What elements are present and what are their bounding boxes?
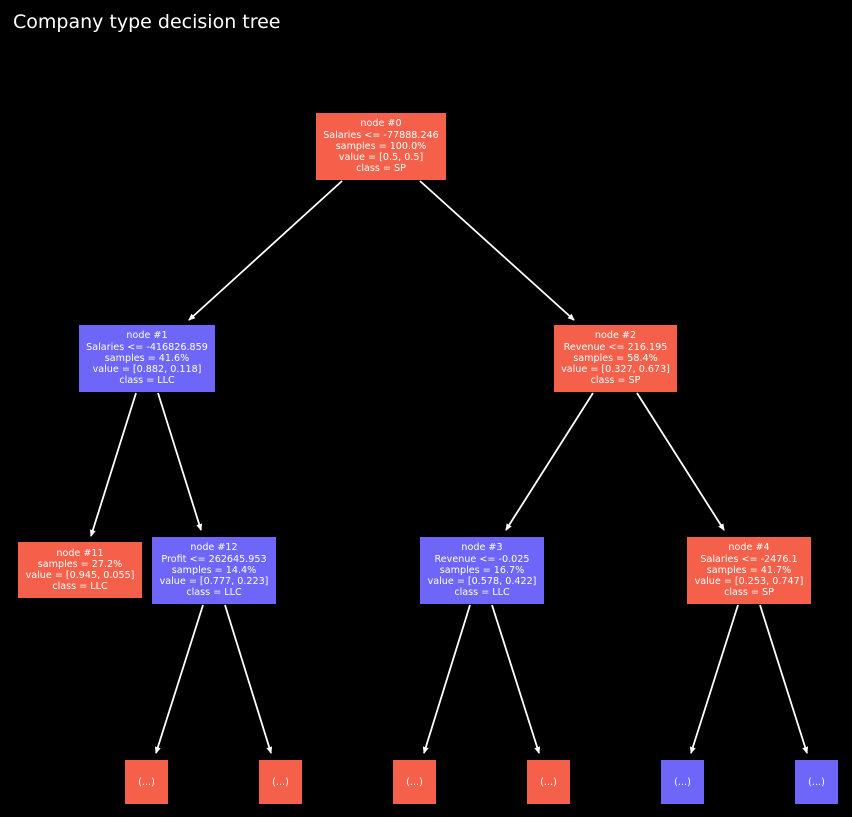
edge-n3-leaf3 [422, 604, 471, 754]
node-class: class = LLC [119, 375, 175, 387]
node-class: class = SP [590, 375, 641, 387]
node-value: value = [0.777, 0.223] [159, 576, 269, 588]
edge-n0-n2 [419, 180, 575, 321]
truncated-leaf-4: (...) [527, 760, 570, 804]
edge-n4-leaf6 [759, 604, 809, 754]
node-split-rule: Revenue <= -0.025 [434, 553, 530, 565]
node-samples: samples = 58.4% [573, 352, 658, 364]
tree-node-0: node #0 Salaries <= -77888.246 samples =… [316, 113, 446, 180]
node-id: node #4 [728, 542, 770, 554]
edge-n4-leaf5 [689, 604, 739, 754]
truncated-leaf-6: (...) [795, 760, 838, 804]
edge-n3-leaf4 [491, 604, 541, 754]
node-split-rule: Profit <= 262645.953 [161, 553, 267, 565]
edge-n12-leaf1 [154, 604, 204, 754]
node-class: class = LLC [52, 581, 108, 593]
diagram-title: Company type decision tree [13, 11, 281, 33]
node-value: value = [0.578, 0.422] [427, 576, 537, 588]
node-id: node #2 [594, 330, 637, 342]
node-value: value = [0.327, 0.673] [561, 364, 670, 376]
node-class: class = SP [356, 163, 406, 175]
node-id: node #3 [461, 542, 503, 554]
tree-node-12: node #12 Profit <= 262645.953 samples = … [152, 537, 276, 604]
tree-node-1: node #1 Salaries <= -416826.859 samples … [79, 325, 215, 392]
node-value: value = [0.945, 0.055] [25, 570, 135, 581]
node-samples: samples = 14.4% [171, 564, 257, 576]
node-value: value = [0.253, 0.747] [694, 576, 804, 588]
node-value: value = [0.882, 0.118] [92, 364, 202, 376]
node-class: class = LLC [186, 587, 242, 599]
node-class: class = LLC [454, 587, 510, 599]
edge-n2-n3 [505, 392, 594, 531]
edge-n1-n11 [89, 392, 137, 537]
tree-node-2: node #2 Revenue <= 216.195 samples = 58.… [554, 325, 677, 392]
node-samples: samples = 41.7% [706, 564, 792, 576]
truncated-leaf-1: (...) [125, 760, 168, 804]
node-samples: samples = 41.6% [104, 352, 190, 364]
node-split-rule: Revenue <= 216.195 [563, 341, 668, 353]
edge-n1-n12 [157, 392, 203, 531]
edge-n2-n4 [636, 392, 725, 531]
truncated-leaf-2: (...) [259, 760, 302, 804]
node-id: node #0 [360, 118, 402, 130]
node-samples: samples = 27.2% [37, 558, 123, 570]
node-samples: samples = 16.7% [439, 564, 525, 576]
tree-node-4: node #4 Salaries <= -2476.1 samples = 41… [687, 537, 811, 604]
edge-n0-n1 [188, 180, 343, 321]
tree-node-11: node #11 samples = 27.2% value = [0.945,… [18, 542, 142, 598]
tree-node-3: node #3 Revenue <= -0.025 samples = 16.7… [420, 537, 544, 604]
node-split-rule: Salaries <= -77888.246 [323, 129, 439, 141]
truncated-leaf-3: (...) [393, 760, 436, 804]
node-id: node #12 [190, 542, 238, 554]
node-split-rule: Salaries <= -2476.1 [700, 553, 798, 565]
node-id: node #11 [56, 547, 104, 559]
node-id: node #1 [126, 330, 168, 342]
node-value: value = [0.5, 0.5] [338, 152, 424, 164]
truncated-leaf-5: (...) [661, 760, 704, 804]
edge-n12-leaf2 [224, 604, 273, 754]
node-split-rule: Salaries <= -416826.859 [86, 341, 208, 353]
node-class: class = SP [724, 587, 774, 599]
node-samples: samples = 100.0% [335, 140, 427, 152]
